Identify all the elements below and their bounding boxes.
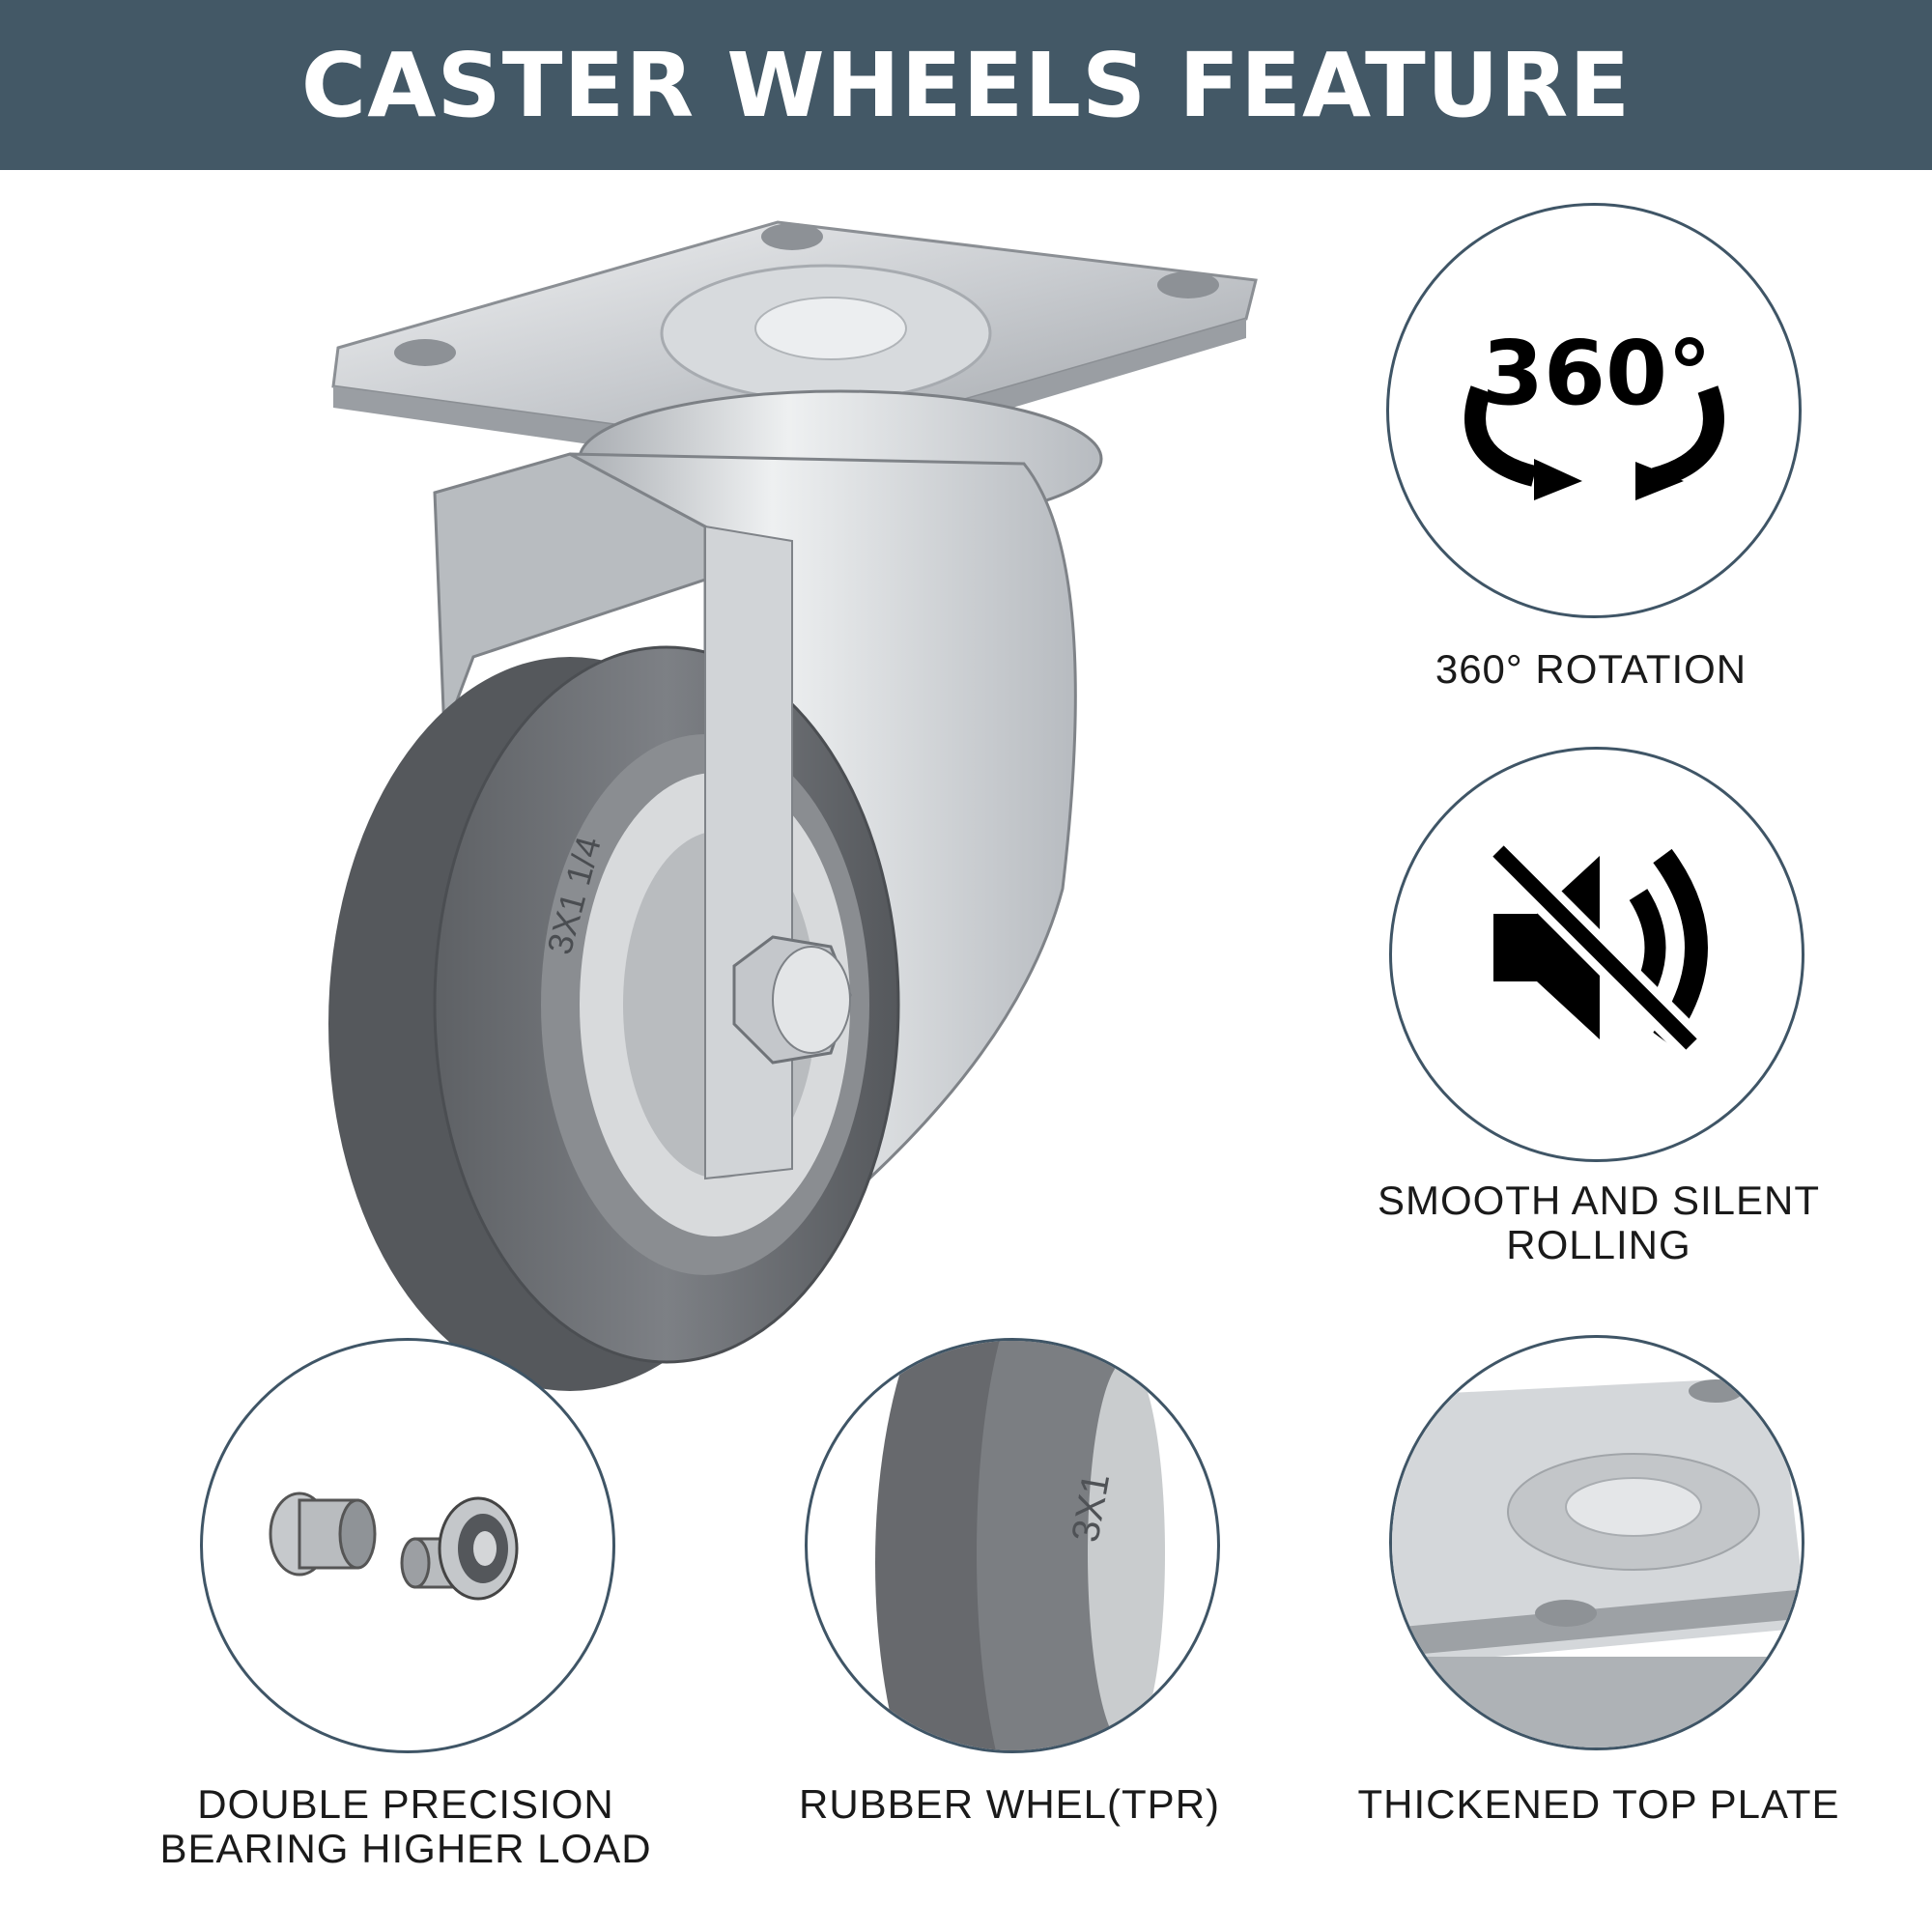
feature-rubber-label: RUBBER WHEL(TPR) — [798, 1781, 1221, 1827]
feature-rubber-circle: 3X1 — [805, 1338, 1220, 1753]
feature-rotation-label: 360° ROTATION — [1435, 646, 1747, 692]
top-plate — [331, 220, 1258, 473]
feature-bearing-label: DOUBLE PRECISION BEARING HIGHER LOAD — [159, 1781, 652, 1871]
rotation-360-icon: 360° — [1464, 322, 1724, 500]
page-title: CASTER WHEELS FEATURE — [300, 33, 1632, 137]
feature-silent-circle — [1389, 747, 1804, 1162]
mute-speaker-icon — [1486, 838, 1708, 1057]
rubber-wheel-image: 3X1 — [875, 1341, 1165, 1750]
header-banner: CASTER WHEELS FEATURE — [0, 0, 1932, 170]
axle-bolt — [732, 935, 852, 1065]
feature-plate-circle — [1389, 1335, 1804, 1750]
feature-rotation-circle: 360° — [1386, 203, 1802, 618]
top-plate-image — [1392, 1377, 1802, 1747]
feature-plate-label: THICKENED TOP PLATE — [1357, 1781, 1840, 1827]
rotation-360-text: 360° — [1482, 322, 1712, 425]
caster-wheel-image: 3X1 1/4 — [251, 193, 1275, 1391]
feature-silent-label: SMOOTH AND SILENT ROLLING — [1377, 1178, 1821, 1267]
bearing-image — [269, 1492, 519, 1601]
feature-bearing-circle — [200, 1338, 615, 1753]
